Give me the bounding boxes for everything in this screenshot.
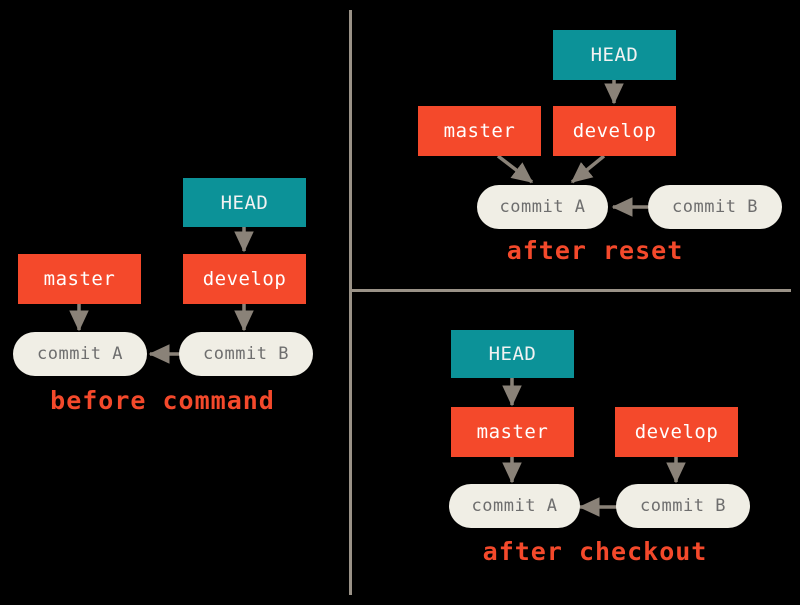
node-develop-after-reset: develop xyxy=(553,106,676,156)
node-master-after-checkout: master xyxy=(451,407,574,457)
arrow-develop-to-commit-a-reset xyxy=(570,154,606,184)
node-commit-b-after-reset: commit B xyxy=(648,185,782,229)
node-master-before: master xyxy=(18,254,141,304)
caption-after-reset: after reset xyxy=(506,236,684,265)
caption-after-checkout: after checkout xyxy=(482,537,708,566)
node-master-after-reset: master xyxy=(418,106,541,156)
node-develop-before: develop xyxy=(183,254,306,304)
node-commit-a-after-reset: commit A xyxy=(477,185,608,229)
node-commit-b-after-checkout: commit B xyxy=(616,484,750,528)
node-head-after-checkout: HEAD xyxy=(451,330,574,378)
node-head-after-reset: HEAD xyxy=(553,30,676,80)
node-commit-a-after-checkout: commit A xyxy=(449,484,580,528)
vertical-divider xyxy=(349,10,352,595)
horizontal-divider xyxy=(349,289,791,292)
caption-before-command: before command xyxy=(50,386,275,415)
node-commit-b-before: commit B xyxy=(179,332,313,376)
node-head-before: HEAD xyxy=(183,178,306,227)
node-commit-a-before: commit A xyxy=(13,332,147,376)
node-develop-after-checkout: develop xyxy=(615,407,738,457)
arrow-master-to-commit-a-reset xyxy=(496,154,534,184)
